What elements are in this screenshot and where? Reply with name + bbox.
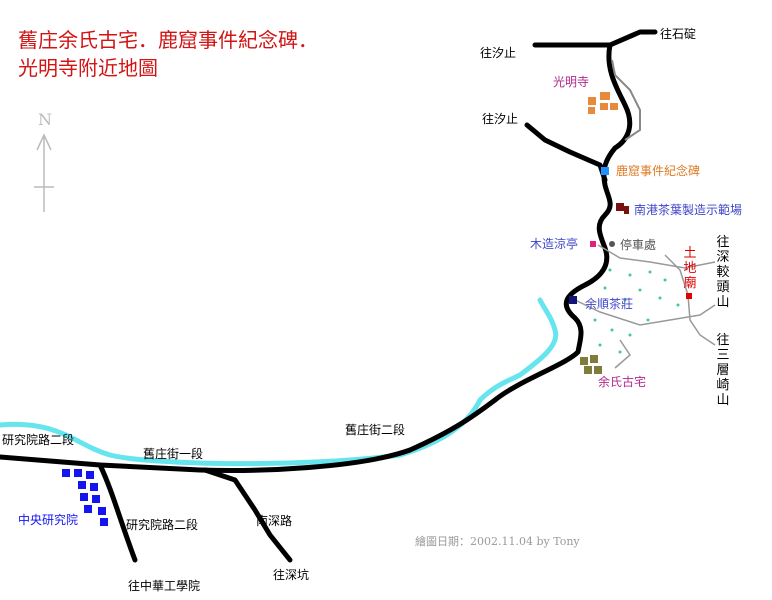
tea-dot [628,333,632,337]
temple-block [588,107,595,114]
river [0,297,559,467]
house-block [584,366,592,374]
house-block [594,366,602,374]
trail-2 [574,299,716,326]
trail-3 [687,294,716,346]
trail-1 [597,244,716,269]
factory-block [616,203,624,211]
label-to-aotou-mountain: 往深較頭山 [716,235,730,310]
academia-block [98,507,106,515]
label-to-shiding: 往石碇 [660,27,697,41]
academia-block [78,481,86,489]
trails [574,244,716,369]
map-title-line-2: 光明寺附近地圖 [18,56,158,80]
parking-marker [609,241,615,247]
trail-4 [664,254,689,296]
label-yanjiuyuan-rd-sec2-lower: 研究院路二段 [126,518,199,532]
roads [0,29,658,563]
land-god-marker [686,293,692,299]
academia-block [74,469,82,477]
factory-block [624,206,629,214]
road-to-xizhi-2 [524,122,608,183]
tea-dot [646,318,650,322]
label-yu-house: 余氏古宅 [598,375,647,389]
tea-dot [623,298,627,302]
road-to-shiding [532,29,658,48]
label-jiuzhuang-st-sec1: 舊庄街一段 [143,447,204,461]
house-block [580,357,588,365]
temple-block [610,103,618,110]
temple-marker [588,92,618,114]
monument-marker [601,167,609,175]
academia-block [80,493,88,501]
temple-block [600,92,610,100]
label-to-xizhi-2: 往汐止 [482,112,519,126]
label-to-chinese-tech: 往中華工學院 [128,579,201,593]
tea-dot [618,350,622,354]
tea-dot [648,270,652,274]
label-wooden-pavilion: 木造涼亭 [530,237,579,251]
tea-dot [598,343,602,347]
tea-dot [663,278,667,282]
label-nanshen-rd: 南深路 [256,514,293,528]
academia-marker [62,469,108,526]
label-lukou-monument: 鹿窟事件紀念碑 [616,164,701,178]
credit-text: 繪圖日期：2002.11.04 by Tony [415,535,580,548]
label-jiuzhuang-st-sec2: 舊庄街二段 [345,423,406,437]
label-nangang-tea: 南港茶葉製造示範場 [634,203,743,217]
yushun-tea-marker [569,296,577,304]
temple-block [600,103,608,110]
academia-block [86,471,94,479]
tea-dot [608,268,612,272]
label-to-shenkeng: 往深坑 [273,568,310,582]
north-arrow-head [36,133,52,151]
academia-block [62,469,70,477]
label-guangming-temple: 光明寺 [553,75,590,89]
label-land-god-temple: 土地廟 [683,246,697,291]
tea-dot [628,273,632,277]
temple-path [611,59,641,141]
academia-block [84,505,92,513]
tea-dot [676,303,680,307]
tea-factory-marker [616,203,629,214]
temple-block [588,97,596,105]
label-yanjiuyuan-rd-sec2-left: 研究院路二段 [2,433,75,447]
tea-dot [603,286,607,290]
map-title-line-1: 舊庄余氏古宅．鹿窟事件紀念碑． [18,28,318,52]
academia-block [92,495,100,503]
academia-block [100,518,108,526]
label-to-sanceng-mountain: 往三層崎山 [716,333,730,408]
north-letter: N [38,110,52,129]
tea-dot [610,328,614,332]
label-parking: 停車處 [620,238,657,252]
north-arrow [34,133,54,212]
pavilion-marker [590,241,596,247]
yu-house-marker [580,355,602,374]
house-block [590,355,598,363]
tea-dot [593,318,597,322]
tea-dot [638,288,642,292]
label-yushun-tea: 余順茶莊 [585,297,634,311]
tea-dot [658,296,662,300]
label-academia-sinica: 中央研究院 [18,513,79,527]
trail-5 [614,339,631,369]
tea-field [593,268,680,354]
academia-block [90,483,98,491]
road-nanshen [202,467,293,563]
road-main-north [0,42,633,473]
label-to-xizhi-1: 往汐止 [480,46,517,60]
road-yanjiuyuan [97,462,138,563]
